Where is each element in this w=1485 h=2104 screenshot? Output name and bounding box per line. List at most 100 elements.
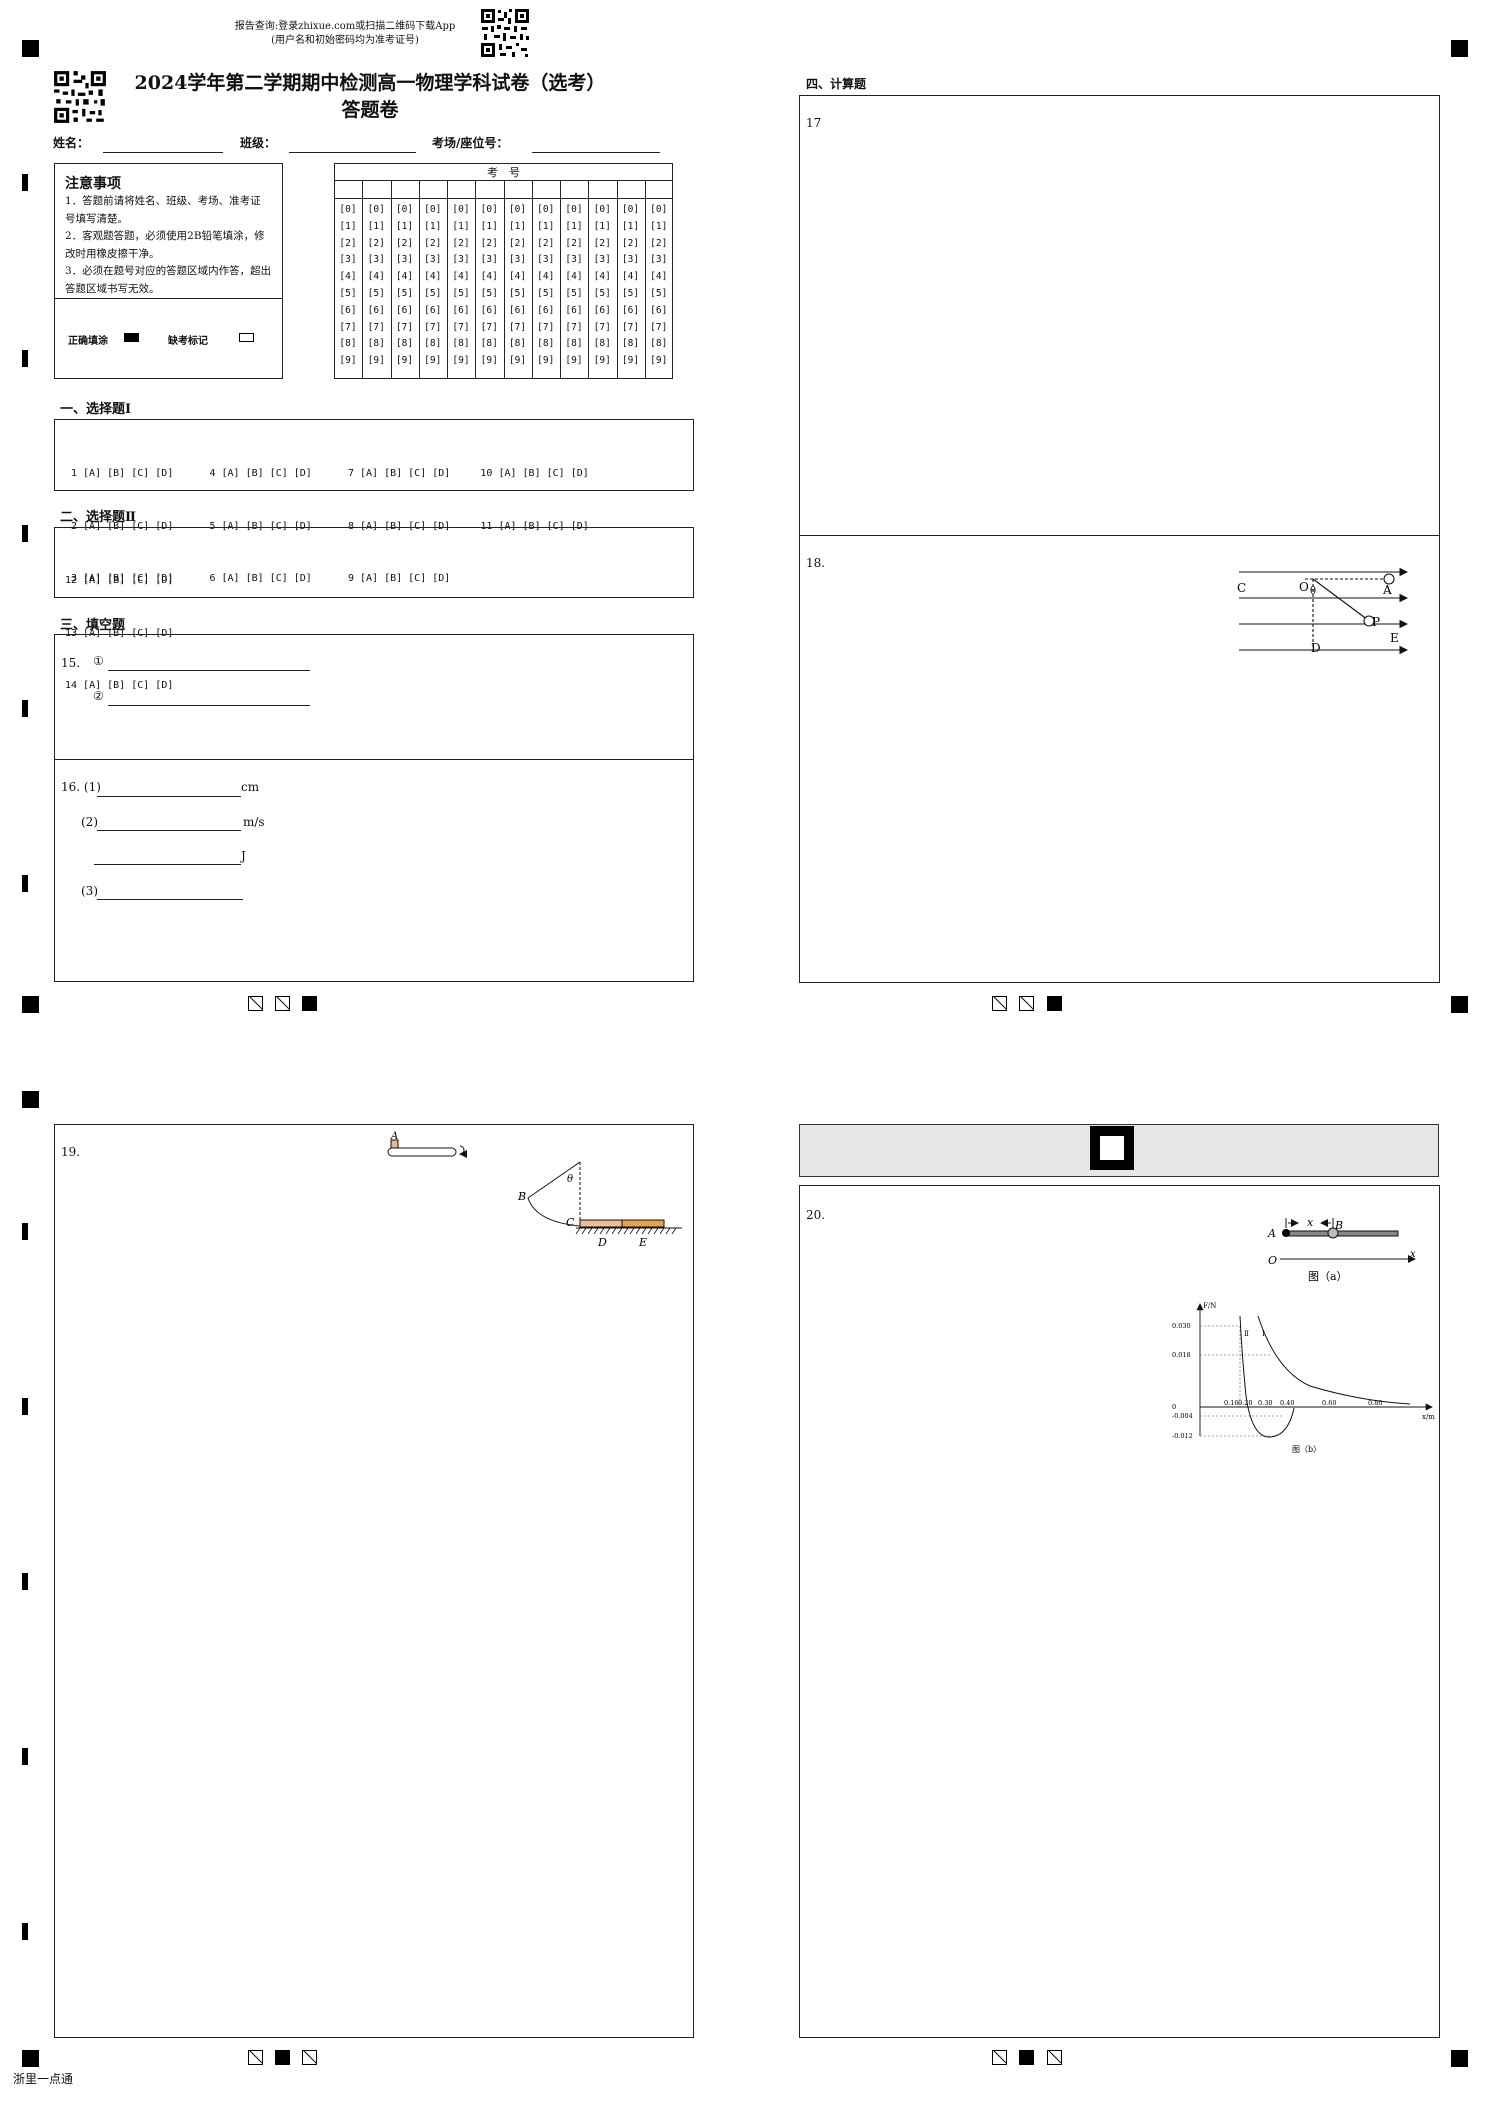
exam-digit-bubble[interactable]: [5] — [480, 287, 498, 299]
exam-digit-bubble[interactable]: [8] — [537, 338, 555, 350]
choice-row[interactable]: 1 [A] [B] [C] [D] 4 [A] [B] [C] [D] 7 [A… — [71, 468, 589, 479]
exam-digit-bubble[interactable]: [2] — [621, 237, 640, 249]
exam-number-column[interactable]: [0][1][2][3][4][5][6][7][8][9] — [532, 202, 560, 370]
choice-row[interactable]: 3 [A] [B] [C] [D] 6 [A] [B] [C] [D] 9 [A… — [71, 573, 451, 584]
exam-digit-bubble[interactable]: [4] — [452, 271, 470, 283]
exam-digit-bubble[interactable]: [2] — [367, 237, 385, 249]
exam-digit-bubble[interactable]: [6] — [537, 304, 555, 316]
exam-digit-bubble[interactable]: [6] — [480, 304, 498, 316]
exam-digit-bubble[interactable]: [8] — [480, 338, 498, 350]
exam-digit-bubble[interactable]: [3] — [480, 254, 498, 266]
exam-digit-bubble[interactable]: [6] — [508, 304, 527, 316]
exam-digit-bubble[interactable]: [8] — [593, 338, 611, 350]
exam-digit-bubble[interactable]: [3] — [452, 254, 470, 266]
exam-digit-bubble[interactable]: [3] — [621, 254, 640, 266]
exam-digit-bubble[interactable]: [8] — [367, 338, 385, 350]
exam-digit-bubble[interactable]: [4] — [480, 271, 498, 283]
exam-digit-bubble[interactable]: [4] — [537, 271, 555, 283]
exam-digit-bubble[interactable]: [0] — [395, 204, 414, 215]
exam-number-column[interactable]: [0][1][2][3][4][5][6][7][8][9] — [504, 202, 532, 370]
exam-digit-bubble[interactable]: [2] — [650, 237, 668, 249]
exam-digit-bubble[interactable]: [3] — [593, 254, 611, 266]
exam-digit-bubble[interactable]: [7] — [593, 321, 611, 333]
exam-digit-bubble[interactable]: [9] — [452, 355, 470, 367]
q16-blank-3[interactable] — [94, 864, 241, 865]
exam-digit-bubble[interactable]: [1] — [367, 220, 385, 232]
q18-answer-area[interactable] — [799, 535, 1440, 983]
exam-digit-bubble[interactable]: [2] — [508, 237, 527, 249]
choice-2-rows[interactable]: 12 [A] [B] [C] [D] 13 [A] [B] [C] [D] 14… — [65, 537, 173, 712]
exam-digit-bubble[interactable]: [0] — [650, 204, 668, 215]
exam-digit-bubble[interactable]: [5] — [424, 287, 442, 299]
exam-digit-bubble[interactable]: [7] — [480, 321, 498, 333]
exam-digit-bubble[interactable]: [3] — [565, 254, 583, 266]
exam-digit-bubble[interactable]: [6] — [621, 304, 640, 316]
exam-digit-bubble[interactable]: [9] — [480, 355, 498, 367]
exam-digit-bubble[interactable]: [6] — [593, 304, 611, 316]
exam-digit-bubble[interactable]: [4] — [339, 271, 357, 283]
exam-digit-bubble[interactable]: [3] — [395, 254, 414, 266]
exam-digit-bubble[interactable]: [7] — [339, 321, 357, 333]
exam-digit-bubble[interactable]: [3] — [424, 254, 442, 266]
qr-code-top[interactable] — [480, 8, 530, 58]
exam-number-column[interactable]: [0][1][2][3][4][5][6][7][8][9] — [617, 202, 645, 370]
exam-digit-bubble[interactable]: [1] — [650, 220, 668, 232]
exam-digit-bubble[interactable]: [5] — [395, 287, 414, 299]
exam-digit-bubble[interactable]: [0] — [339, 204, 357, 215]
exam-digit-bubble[interactable]: [1] — [537, 220, 555, 232]
exam-digit-bubble[interactable]: [9] — [593, 355, 611, 367]
exam-number-column[interactable]: [0][1][2][3][4][5][6][7][8][9] — [391, 202, 419, 370]
exam-digit-bubble[interactable]: [1] — [593, 220, 611, 232]
exam-digit-bubble[interactable]: [7] — [508, 321, 527, 333]
exam-digit-bubble[interactable]: [0] — [593, 204, 611, 215]
exam-digit-bubble[interactable]: [7] — [650, 321, 668, 333]
exam-digit-bubble[interactable]: [4] — [367, 271, 385, 283]
exam-digit-bubble[interactable]: [9] — [367, 355, 385, 367]
q16-blank-4[interactable] — [97, 899, 243, 900]
exam-digit-bubble[interactable]: [8] — [395, 338, 414, 350]
exam-digit-bubble[interactable]: [4] — [424, 271, 442, 283]
choice-row[interactable]: 2 [A] [B] [C] [D] 5 [A] [B] [C] [D] 8 [A… — [71, 520, 589, 532]
exam-number-column[interactable]: [0][1][2][3][4][5][6][7][8][9] — [475, 202, 503, 370]
exam-digit-bubble[interactable]: [1] — [565, 220, 583, 232]
exam-digit-bubble[interactable]: [3] — [367, 254, 385, 266]
exam-digit-bubble[interactable]: [1] — [452, 220, 470, 232]
exam-digit-bubble[interactable]: [1] — [395, 220, 414, 232]
exam-digit-bubble[interactable]: [0] — [480, 204, 498, 215]
exam-digit-bubble[interactable]: [3] — [339, 254, 357, 266]
exam-digit-bubble[interactable]: [8] — [650, 338, 668, 350]
exam-digit-bubble[interactable]: [2] — [565, 237, 583, 249]
exam-digit-bubble[interactable]: [9] — [621, 355, 640, 367]
exam-digit-bubble[interactable]: [1] — [621, 220, 640, 232]
exam-digit-bubble[interactable]: [2] — [593, 237, 611, 249]
exam-digit-bubble[interactable]: [8] — [452, 338, 470, 350]
q15-blank-1[interactable] — [108, 670, 310, 671]
exam-digit-bubble[interactable]: [6] — [452, 304, 470, 316]
q20-answer-area[interactable] — [799, 1185, 1440, 2038]
choice-1-rows[interactable]: 1 [A] [B] [C] [D] 4 [A] [B] [C] [D] 7 [A… — [71, 430, 589, 605]
exam-digit-bubble[interactable]: [8] — [621, 338, 640, 350]
exam-digit-bubble[interactable]: [8] — [565, 338, 583, 350]
exam-digit-bubble[interactable]: [7] — [452, 321, 470, 333]
exam-digit-bubble[interactable]: [6] — [395, 304, 414, 316]
exam-digit-bubble[interactable]: [9] — [565, 355, 583, 367]
exam-digit-bubble[interactable]: [1] — [424, 220, 442, 232]
exam-digit-bubble[interactable]: [2] — [424, 237, 442, 249]
exam-digit-bubble[interactable]: [2] — [452, 237, 470, 249]
class-field[interactable] — [289, 152, 416, 153]
exam-digit-bubble[interactable]: [5] — [452, 287, 470, 299]
exam-digit-bubble[interactable]: [9] — [650, 355, 668, 367]
exam-digit-bubble[interactable]: [0] — [537, 204, 555, 215]
exam-digit-bubble[interactable]: [6] — [424, 304, 442, 316]
exam-digit-bubble[interactable]: [4] — [395, 271, 414, 283]
q16-blank-1[interactable] — [97, 796, 241, 797]
absent-mark-box[interactable] — [239, 333, 254, 342]
exam-digit-bubble[interactable]: [8] — [424, 338, 442, 350]
exam-digit-bubble[interactable]: [4] — [508, 271, 527, 283]
exam-digit-bubble[interactable]: [7] — [395, 321, 414, 333]
exam-digit-bubble[interactable]: [5] — [367, 287, 385, 299]
exam-digit-bubble[interactable]: [0] — [424, 204, 442, 215]
q19-answer-area[interactable] — [54, 1124, 694, 2038]
room-seat-field[interactable] — [532, 152, 660, 153]
exam-digit-bubble[interactable]: [5] — [650, 287, 668, 299]
